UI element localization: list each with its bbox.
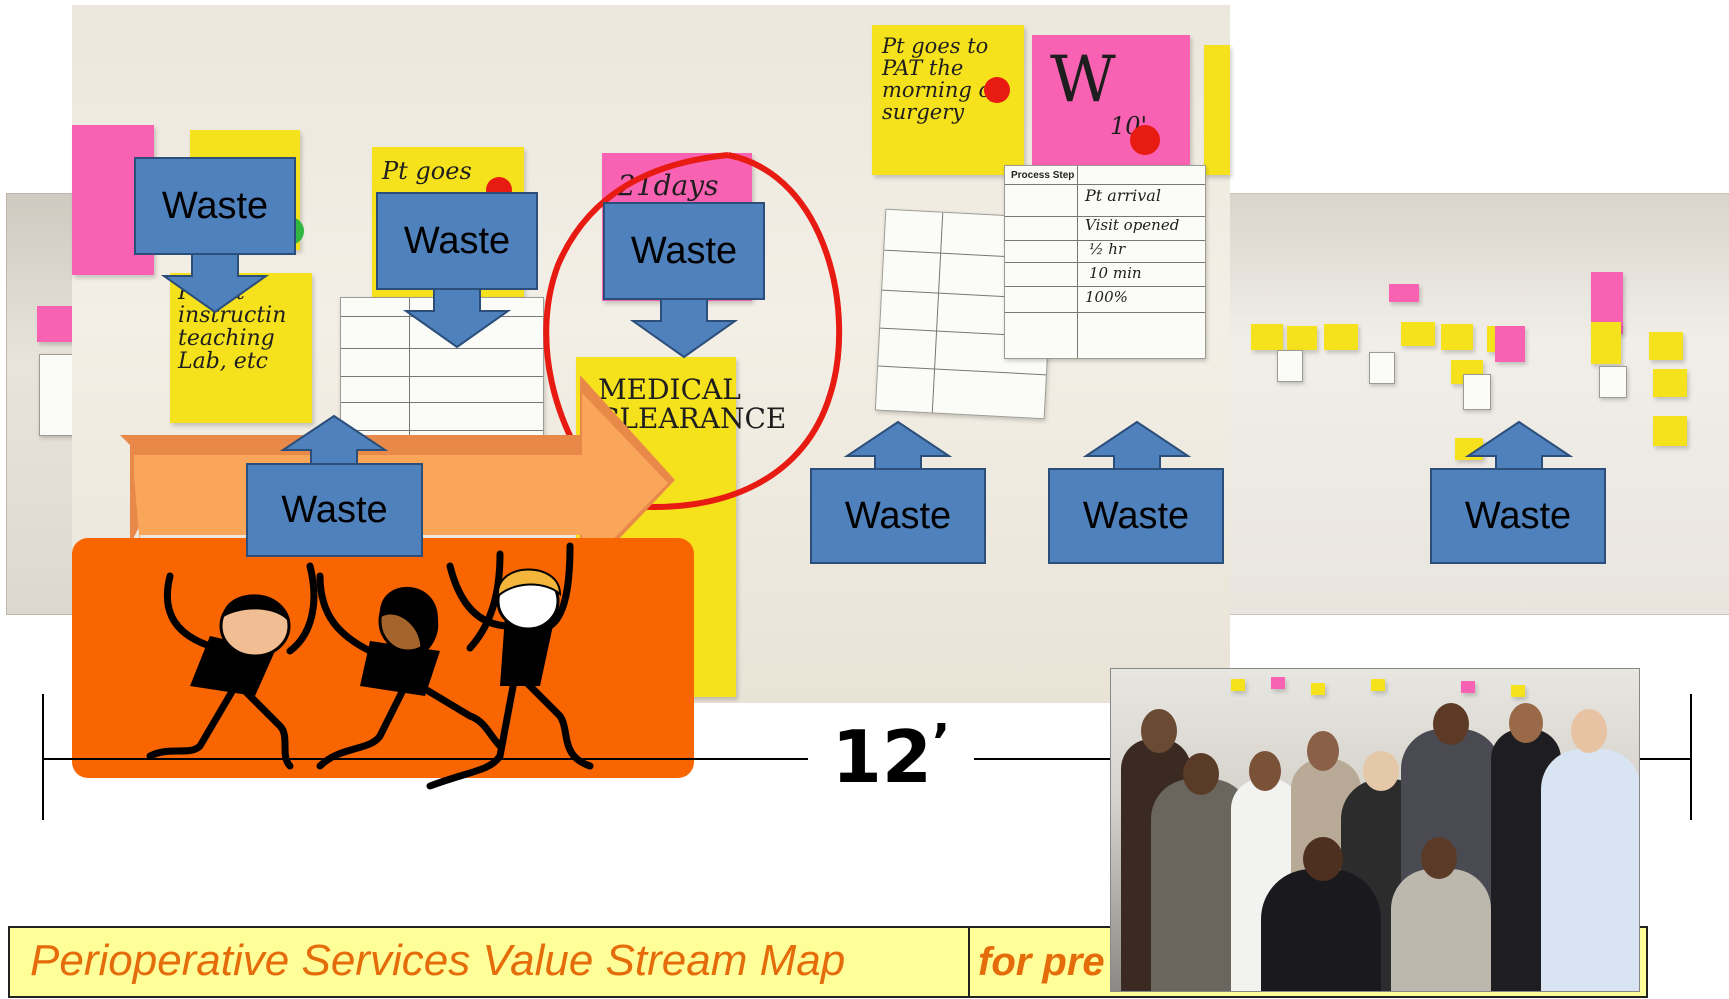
dimension-value: 12 [831,715,932,799]
up-arrow-icon [1464,420,1574,471]
dimension-tick-left [42,694,44,820]
overview-sticky [1441,324,1473,350]
overview-sticky [1649,332,1683,360]
person-head [1363,751,1399,791]
person-head [1509,703,1543,743]
waste-label: Waste [844,494,952,537]
person-head [1303,837,1343,881]
days-text: 21days [618,169,719,202]
person [1261,869,1381,991]
waste-callout: Waste [603,202,765,300]
person-head [1141,709,1177,753]
sheet-visit: Visit opened [1085,216,1180,234]
footer-right-text: for pre [978,940,1105,984]
red-dot [984,77,1010,103]
team-photo [1110,668,1640,992]
waste-label: Waste [161,184,269,227]
process-sheet-c: Process Step Pt arrival Visit opened ½ h… [1004,165,1206,359]
overview-sheet [1277,350,1303,382]
overview-sheet [1369,352,1395,384]
photo-sticky [1311,683,1325,695]
waste-callout: Waste [1048,468,1224,564]
overview-sticky [1401,322,1435,346]
up-arrow-icon [1082,420,1192,471]
red-dot [1130,125,1160,155]
photo-sticky [1461,681,1475,693]
overview-sheet [1599,366,1627,398]
overview-sticky [1653,369,1687,397]
waste-callout: Waste [246,463,423,557]
w-sticky: W 10' [1032,35,1190,183]
team-clipart-icon [146,542,594,790]
dimension-label: 12’ [808,712,974,802]
overview-sticky [1653,416,1687,446]
person-head [1433,703,1469,745]
overview-sticky [1389,284,1419,302]
photo-sticky [1511,685,1525,697]
waste-label: Waste [281,488,388,531]
down-arrow-icon [629,298,739,359]
person [1541,749,1639,991]
overview-sticky [1287,326,1317,350]
sheet-percent: 100% [1085,288,1128,306]
overview-sticky [1591,322,1621,364]
waste-label: Waste [630,229,738,272]
person-head [1307,731,1339,771]
person-head [1249,751,1281,791]
sheet-hours: ½ hr [1089,240,1126,258]
morning-text: Pt goes to PAT the morning of surgery [882,34,999,125]
waste-callout: Waste [134,157,296,255]
photo-sticky [1231,679,1245,691]
waste-callout: Waste [376,192,538,290]
down-arrow-icon [402,288,512,349]
yellow-sticky-edge [1204,45,1230,175]
left-strip-sheet [39,354,77,436]
overview-sticky [1324,324,1358,350]
waste-label: Waste [1464,494,1572,537]
person [1391,869,1491,991]
w-text: W [1050,43,1116,117]
person-head [1421,837,1457,879]
down-arrow-icon [160,253,270,314]
dimension-tick-right [1690,694,1692,820]
footer-title: Perioperative Services Value Stream Map [30,936,846,985]
overview-sticky [1495,326,1525,362]
sheet-arrival: Pt arrival [1085,186,1161,205]
overview-sticky [1251,324,1283,350]
up-arrow-icon [843,420,953,471]
waste-callout: Waste [810,468,986,564]
footer-divider [968,928,970,998]
waste-label: Waste [1082,494,1190,537]
up-arrow-icon [279,414,389,465]
dimension-prime: ’ [931,714,951,770]
waste-label: Waste [403,219,511,262]
left-photo-strip [6,193,78,615]
person-head [1571,709,1607,753]
sheet-header: Process Step [1011,170,1075,181]
person-head [1183,753,1219,795]
photo-sticky [1371,679,1385,691]
sheet-minutes: 10 min [1089,264,1142,282]
overview-sheet [1463,374,1491,410]
photo-sticky [1271,677,1285,689]
medical-text: MEDICAL CLEARANCE [598,373,787,436]
pt-goes-text: Pt goes [382,157,472,185]
waste-callout: Waste [1430,468,1606,564]
left-strip-sticky [37,306,75,342]
